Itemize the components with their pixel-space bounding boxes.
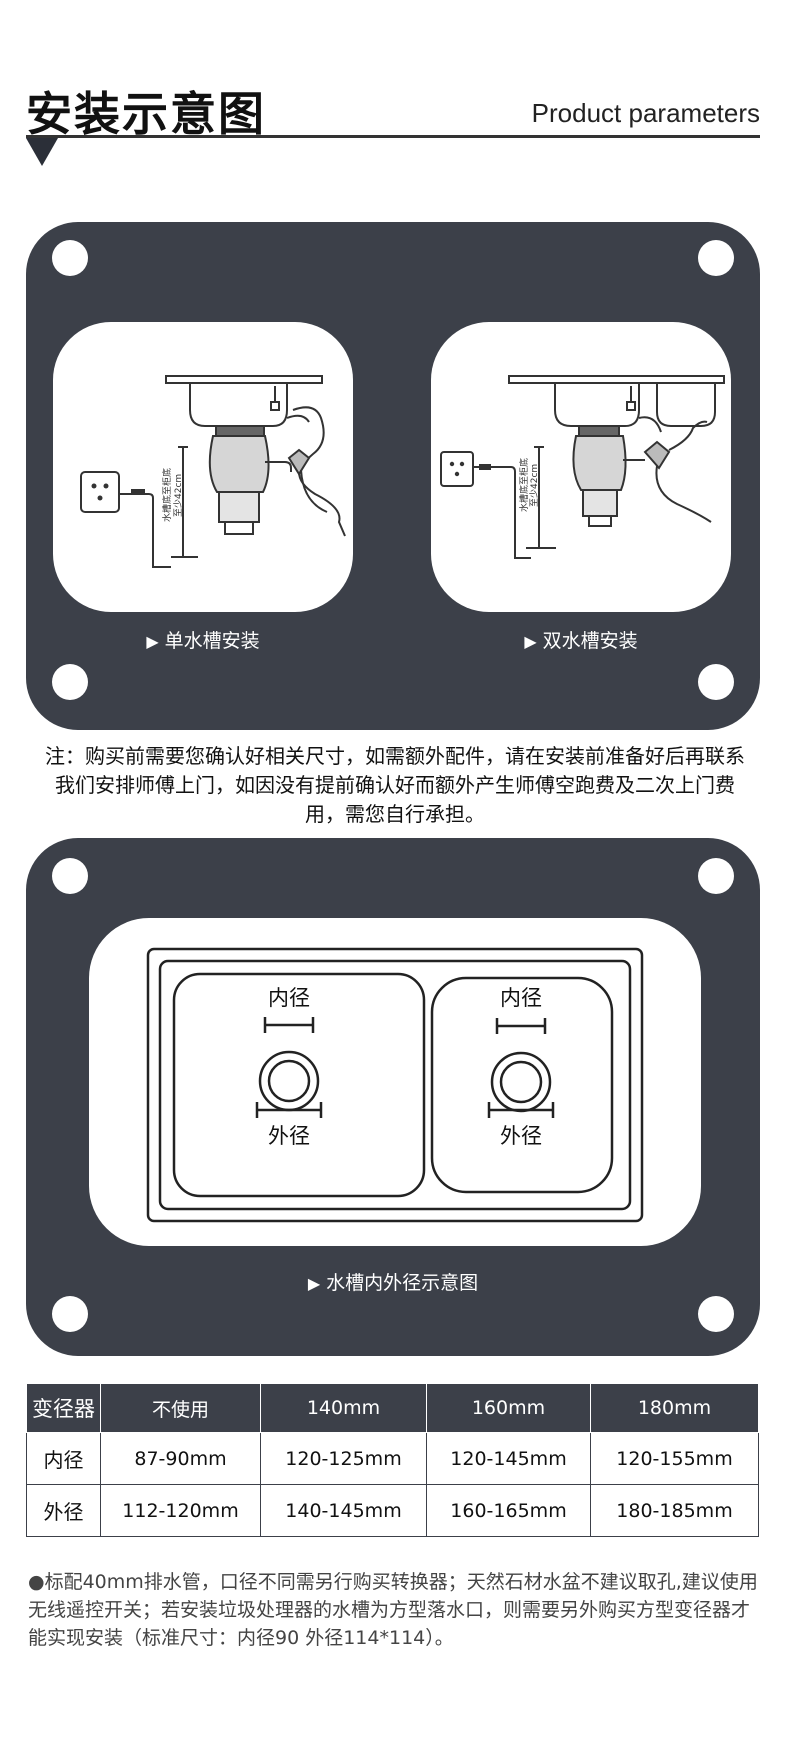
single-sink-label: 单水槽安装 [164,630,260,652]
table-header-row: 变径器 不使用 140mm 160mm 180mm [26,1383,759,1433]
left-outer-label: 外径 [268,1124,310,1148]
single-sink-illustration: 水槽底至柜底 至少42cm [80,375,346,568]
double-height-value: 至少42cm [529,464,540,507]
hole-bottom-left [52,664,88,700]
single-sink-diagram: 水槽底至柜底 至少42cm [53,322,353,612]
hole-bottom-left [52,1296,88,1332]
double-sink-caption: ▶ 双水槽安装 [431,626,731,653]
adapter-size-table: 变径器 不使用 140mm 160mm 180mm 内径 87-90mm 120… [26,1383,759,1537]
table-header: 变径器 [26,1383,101,1433]
purchase-note: 注：购买前需要您确认好相关尺寸，如需额外配件，请在安装前准备好后再联系我们安排师… [45,744,745,826]
double-sink-diagram: 水槽底至柜底 至少42cm [431,322,731,612]
hole-top-left [52,858,88,894]
sink-diameter-panel: 内径 外径 内径 外径 ▶ 水槽内外径示意图 [26,838,760,1356]
table-cell: 120-155mm [590,1432,759,1485]
table-header: 180mm [590,1383,759,1433]
single-height-value: 至少42cm [173,474,184,517]
table-cell: 180-185mm [590,1484,759,1537]
double-sink-label: 双水槽安装 [542,630,638,652]
play-arrow-icon: ▶ [146,632,159,651]
right-outer-label: 外径 [500,1124,542,1148]
table-row: 外径 112-120mm 140-145mm 160-165mm 180-185… [26,1484,759,1537]
sink-diameter-caption: ▶ 水槽内外径示意图 [26,1268,760,1295]
installation-panel: 水槽底至柜底 至少42cm ▶ 单水槽安装 [26,222,760,730]
table-cell: 内径 [26,1432,101,1485]
table-header: 160mm [426,1383,591,1433]
double-sink-illustration: 水槽底至柜底 至少42cm [440,375,725,559]
hole-top-right [698,240,734,276]
table-header: 140mm [260,1383,427,1433]
sink-diameter-label: 水槽内外径示意图 [326,1272,479,1294]
hole-top-left [52,240,88,276]
table-cell: 160-165mm [426,1484,591,1537]
play-arrow-icon: ▶ [524,632,537,651]
sink-top-view: 内径 外径 内径 外径 [89,918,701,1246]
page-title: 安装示意图 [26,87,266,141]
hole-top-right [698,858,734,894]
title-divider [26,135,760,138]
single-sink-caption: ▶ 单水槽安装 [53,626,353,653]
double-height-note: 水槽底至柜底 [518,458,530,512]
page-subtitle: Product parameters [531,98,760,128]
table-header: 不使用 [100,1383,261,1433]
table-cell: 120-145mm [426,1432,591,1485]
triangle-marker-icon [26,138,58,166]
single-height-note: 水槽底至柜底 [161,468,173,522]
footnote: ●标配40mm排水管，口径不同需另行购买转换器；天然石材水盆不建议取孔,建议使用… [28,1571,758,1649]
table-row: 内径 87-90mm 120-125mm 120-145mm 120-155mm [26,1432,759,1485]
table-cell: 外径 [26,1484,101,1537]
play-arrow-icon: ▶ [307,1274,321,1293]
hole-bottom-right [698,664,734,700]
left-inner-label: 内径 [268,986,310,1010]
right-inner-label: 内径 [500,986,542,1010]
table-cell: 112-120mm [100,1484,261,1537]
table-cell: 120-125mm [260,1432,427,1485]
hole-bottom-right [698,1296,734,1332]
table-cell: 87-90mm [100,1432,261,1485]
sink-top-view-illustration [146,947,644,1223]
table-cell: 140-145mm [260,1484,427,1537]
